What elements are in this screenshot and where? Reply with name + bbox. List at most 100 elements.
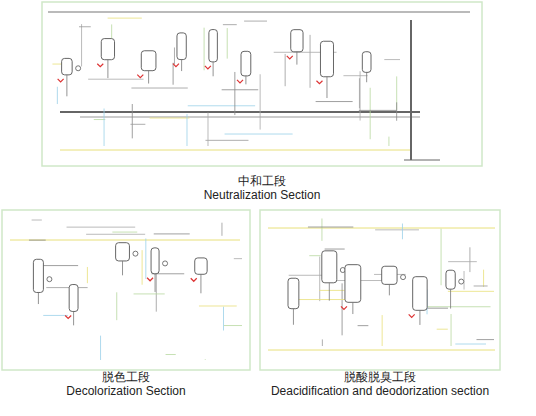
pipe — [476, 339, 494, 340]
section-caption-en: Deacidification and deodorization sectio… — [260, 384, 500, 398]
section-caption-cn: 脱色工段 — [2, 370, 250, 384]
pipe — [404, 160, 440, 161]
valve-symbol — [287, 56, 293, 59]
pipe — [66, 75, 67, 96]
pipe — [234, 72, 235, 115]
pipe — [375, 229, 419, 230]
pipe — [156, 272, 157, 312]
valve-symbol — [341, 306, 347, 309]
section-caption-cn: 脱酸脱臭工段 — [260, 370, 500, 384]
pipe — [260, 74, 261, 129]
pipe — [451, 314, 452, 346]
pipe — [174, 47, 175, 64]
pipe — [145, 238, 146, 278]
pipe — [199, 305, 237, 306]
vessel-symbol — [141, 51, 156, 71]
pipe — [221, 223, 222, 236]
pipe — [234, 258, 242, 259]
vessel-symbol — [288, 278, 299, 308]
pipe — [358, 325, 369, 326]
pipe — [224, 325, 242, 326]
pipe — [309, 255, 320, 256]
vessel-symbol — [177, 33, 186, 60]
pipe — [329, 283, 330, 301]
pipe — [142, 250, 143, 285]
section-panel: 脱酸脱臭工段Deacidification and deodorization … — [260, 364, 500, 400]
pipe — [223, 307, 224, 331]
pump-symbol — [459, 279, 464, 284]
pipe — [388, 137, 389, 146]
pipe — [122, 261, 123, 275]
pipe — [370, 88, 371, 139]
pipe — [319, 290, 344, 291]
pipe — [107, 60, 108, 78]
pipe — [100, 336, 101, 360]
pipe — [73, 311, 74, 325]
pump-symbol — [163, 261, 168, 266]
pipe — [244, 21, 267, 22]
pipe — [29, 240, 46, 241]
pipe — [38, 292, 39, 304]
pipe — [205, 140, 248, 141]
vessel-symbol — [320, 41, 333, 77]
pipe — [173, 63, 174, 85]
pipe — [410, 20, 412, 160]
pipe — [81, 24, 82, 66]
valve-symbol — [316, 81, 322, 84]
valve-symbol — [137, 75, 143, 78]
pipe — [225, 134, 293, 135]
pipe — [166, 354, 176, 355]
pipe — [88, 79, 143, 80]
pipe — [396, 102, 397, 120]
pipe — [448, 261, 477, 262]
pipe — [319, 257, 320, 302]
pipe — [441, 229, 442, 286]
pipe — [419, 310, 420, 325]
pipe — [308, 227, 353, 228]
pipe — [455, 344, 486, 345]
drawing-frame — [42, 2, 482, 166]
pipe — [360, 71, 361, 120]
pipe — [213, 62, 214, 76]
equipment-strokes — [29, 18, 494, 360]
pipe — [293, 309, 294, 325]
pipe — [352, 302, 353, 314]
pipe — [10, 240, 240, 241]
valve-symbol — [173, 64, 179, 67]
pipe — [155, 274, 156, 292]
pipe — [389, 284, 390, 295]
pipe — [154, 233, 190, 234]
main-pipe — [60, 111, 420, 113]
pipe — [204, 28, 205, 71]
section-panel: 脱色工段Decolorization Section — [2, 364, 250, 400]
main-pipe — [80, 117, 420, 118]
pipe — [186, 114, 187, 146]
pipe — [87, 267, 88, 283]
pipe — [310, 35, 311, 88]
pipe — [325, 249, 345, 250]
pipe — [450, 289, 451, 308]
pipe — [130, 124, 145, 125]
pipe — [112, 232, 137, 233]
pipe — [322, 339, 323, 346]
valve-symbol — [65, 315, 71, 318]
pipe — [437, 329, 448, 330]
section-caption-en: Neutralization Section — [42, 188, 482, 202]
pipe — [104, 109, 105, 146]
pump-symbol — [401, 275, 406, 280]
pipe — [132, 104, 133, 138]
vessel-symbol — [195, 258, 207, 274]
section-caption-en: Decolorization Section — [2, 384, 250, 398]
pipe — [469, 247, 470, 272]
pipe — [321, 218, 322, 240]
pipe — [223, 24, 237, 25]
vessel-symbol — [322, 251, 337, 283]
vessel-symbol — [209, 30, 217, 62]
pipe — [111, 24, 112, 40]
vessel-symbol — [345, 265, 361, 303]
pipe — [316, 101, 353, 102]
valve-symbol — [58, 79, 64, 82]
pipe — [131, 88, 187, 89]
vessel-symbol — [291, 30, 303, 52]
